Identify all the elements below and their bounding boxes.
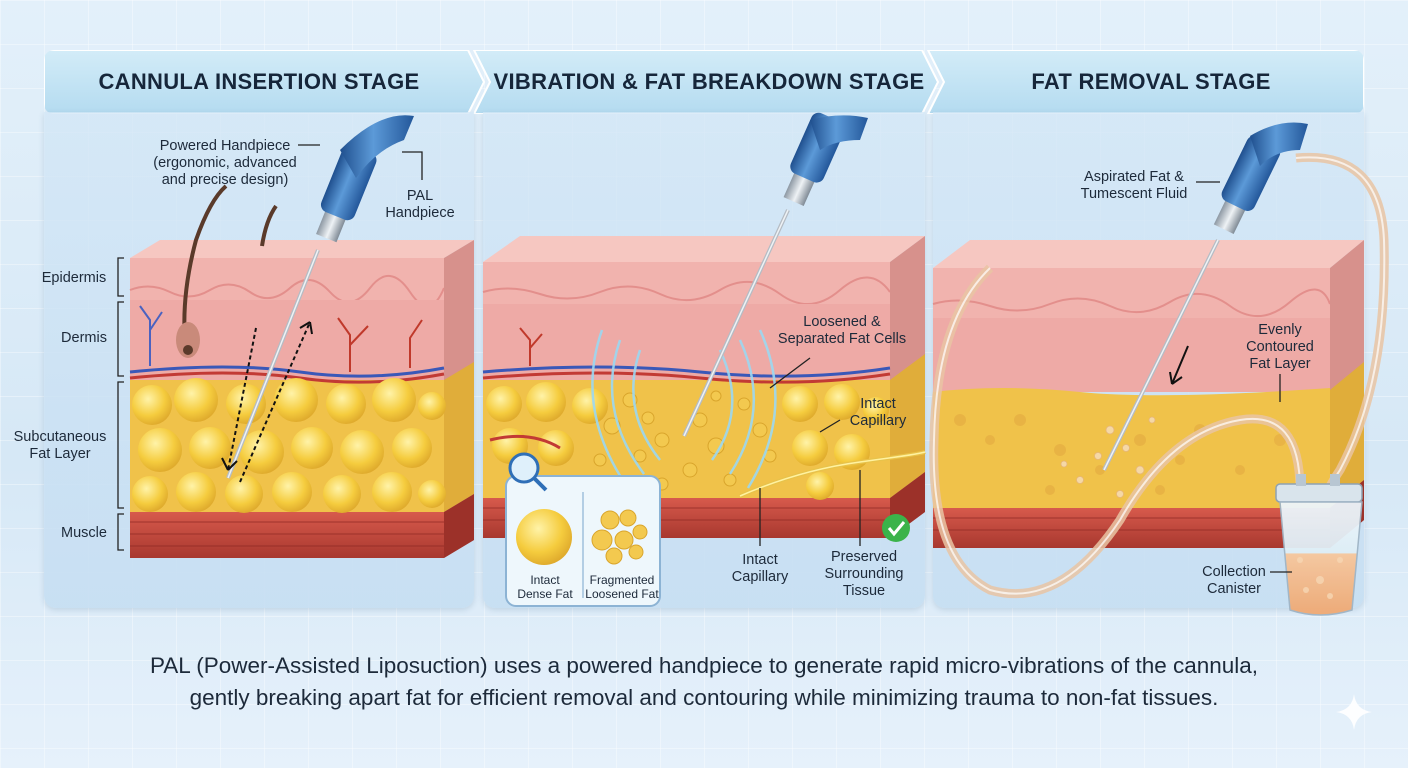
handpiece-label-line-1: Powered Handpiece <box>160 138 291 154</box>
stage-header-shapes <box>44 50 1364 114</box>
sparkle-icon <box>1336 694 1372 730</box>
preserved-line-2: Surrounding <box>825 566 904 582</box>
fragmented-fat-cluster <box>591 509 648 565</box>
vibration-waves <box>591 329 777 489</box>
stage-1-labels: Powered Handpiece (ergonomic, advanced a… <box>14 138 455 551</box>
stage-2-labels: Loosened & Separated Fat Cells Intact Ca… <box>732 314 910 599</box>
illustration: Powered Handpiece (ergonomic, advanced a… <box>14 112 1389 616</box>
layer-label-dermis: Dermis <box>61 330 107 346</box>
stage-2-handpiece <box>682 112 868 437</box>
stage-3-handpiece <box>1102 122 1308 471</box>
stage-2-tissue-block <box>482 236 926 538</box>
evenly-line-1: Evenly <box>1258 322 1302 338</box>
aspirated-line-1: Aspirated Fat & <box>1084 169 1184 185</box>
fat-comparison-inset: Intact Dense Fat Fragmented Loosened Fat <box>505 452 661 607</box>
inset-fragmented-line-1: Fragmented <box>590 573 655 587</box>
caption-line-1: PAL (Power-Assisted Liposuction) uses a … <box>149 653 1259 678</box>
stage-1-title: CANNULA INSERTION STAGE <box>98 69 420 94</box>
magnifier-icon <box>508 452 548 492</box>
layer-label-fat-line-2: Fat Layer <box>29 446 90 462</box>
inset-intact-line-2: Dense Fat <box>517 587 573 601</box>
capillary-bottom-line-1: Intact <box>742 552 777 568</box>
checkmark-icon <box>882 514 910 542</box>
stage-header-3-shape <box>926 50 1364 114</box>
layer-label-muscle: Muscle <box>61 525 107 541</box>
handpiece-label-line-3: and precise design) <box>162 172 289 188</box>
evenly-line-2: Contoured <box>1246 339 1314 355</box>
pal-label-line-1: PAL <box>407 188 433 204</box>
stage-1-fat-cells <box>132 378 446 513</box>
stage-3-title: FAT REMOVAL STAGE <box>1031 69 1271 94</box>
stage-3-labels: Aspirated Fat & Tumescent Fluid Evenly C… <box>1081 169 1314 597</box>
intact-dense-fat-cell <box>516 509 572 565</box>
capillary-bottom-line-2: Capillary <box>732 569 789 585</box>
stage-1-tissue-block <box>129 184 474 558</box>
loosened-label-line-1: Loosened & <box>803 314 881 330</box>
collection-canister <box>1275 474 1363 616</box>
preserved-line-1: Preserved <box>831 549 897 565</box>
capillary-right-line-1: Intact <box>860 396 895 412</box>
pal-label-line-2: Handpiece <box>385 205 454 221</box>
inset-intact-line-1: Intact <box>530 573 560 587</box>
stage-header-1-shape <box>44 50 486 114</box>
canister-line-1: Collection <box>1202 564 1266 580</box>
loosened-label-line-2: Separated Fat Cells <box>778 331 906 347</box>
stage-header-bar: CANNULA INSERTION STAGE VIBRATION & FAT … <box>44 50 1364 114</box>
preserved-line-3: Tissue <box>843 583 885 599</box>
stage-header-2-shape <box>472 50 940 114</box>
stage-1-handpiece <box>221 115 414 483</box>
canister-line-2: Canister <box>1207 581 1261 597</box>
capillary-right-line-2: Capillary <box>850 413 907 429</box>
handpiece-label-line-2: (ergonomic, advanced <box>153 155 296 171</box>
layer-label-epidermis: Epidermis <box>42 270 106 286</box>
stage-2-title: VIBRATION & FAT BREAKDOWN STAGE <box>493 69 925 94</box>
inset-fragmented-line-2: Loosened Fat <box>585 587 659 601</box>
layer-label-fat-line-1: Subcutaneous <box>14 429 107 445</box>
evenly-line-3: Fat Layer <box>1249 356 1310 372</box>
caption-line-2: gently breaking apart fat for efficient … <box>189 685 1219 710</box>
aspirated-line-2: Tumescent Fluid <box>1081 186 1188 202</box>
